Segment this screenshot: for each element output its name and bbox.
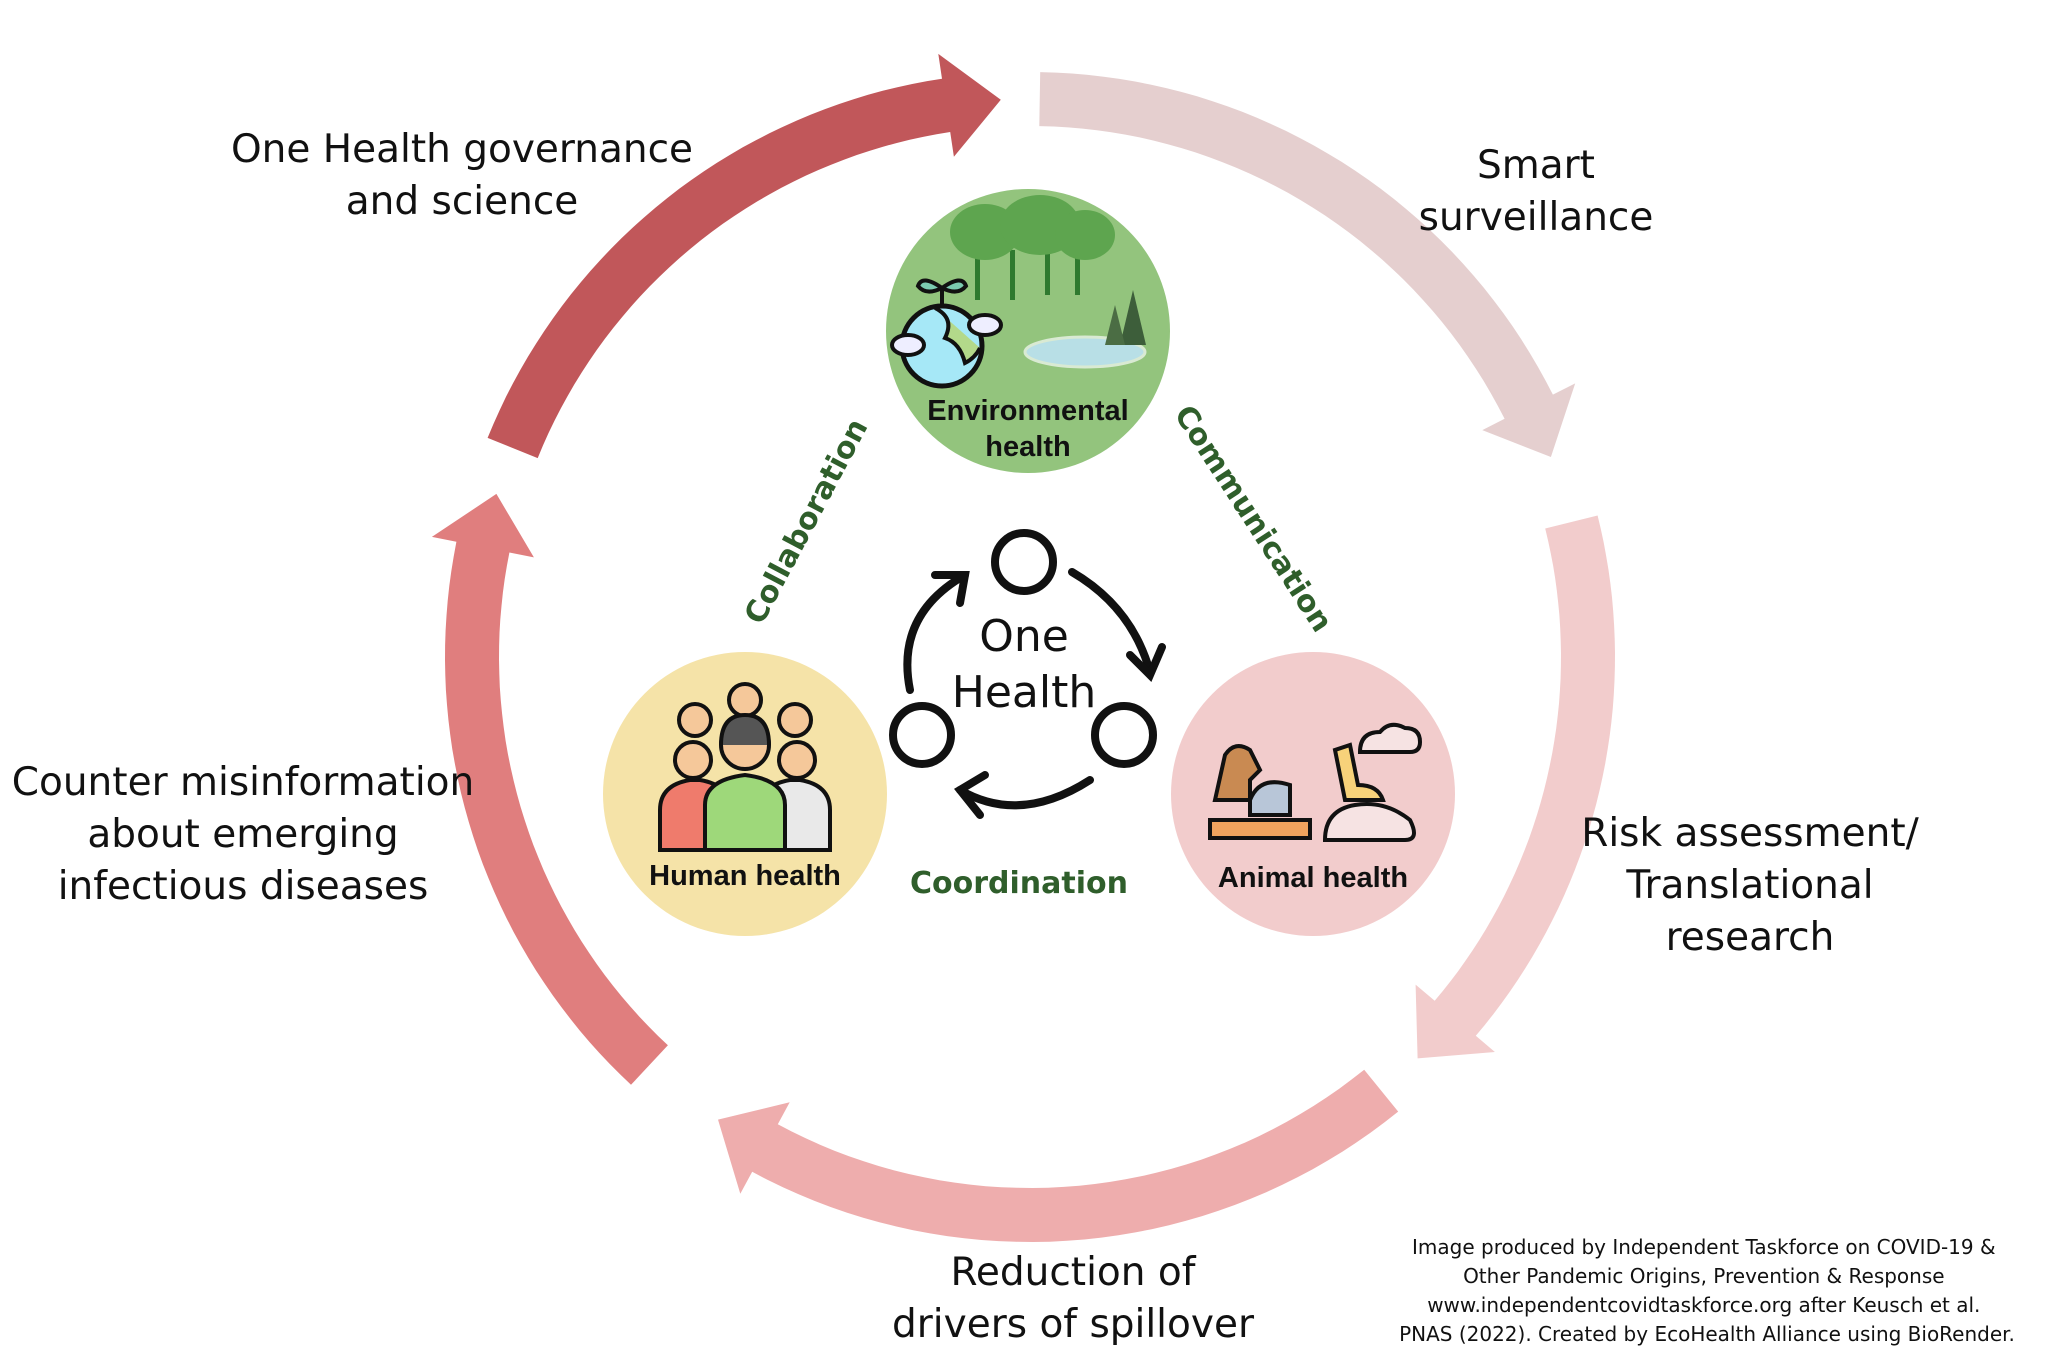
misinformation-arrow: [431, 493, 668, 1085]
people-icon: [658, 682, 832, 852]
animals-icon: [1208, 722, 1423, 842]
spillover-reduction-arrow: [718, 1069, 1399, 1242]
risk-assessment-arrow: [1415, 515, 1615, 1059]
one-health-cycle-icon: [889, 529, 1166, 819]
surveillance-arrow: [1039, 72, 1576, 457]
animal-health-circle: Animal health: [1171, 652, 1455, 936]
earth-icon: [890, 278, 1003, 389]
cycle-ring: [431, 53, 1615, 1242]
image-credit: Image produced by Independent Taskforce …: [1399, 1235, 2015, 1346]
human-health-circle: Human health: [603, 652, 887, 936]
governance-arrow: [487, 53, 1001, 459]
communication-label: Communication: [1167, 399, 1339, 638]
collaboration-label: Collaboration: [738, 413, 876, 630]
forest-icon: [950, 195, 1147, 369]
coordination-label: Coordination: [910, 866, 1128, 901]
animal-health-label: Animal health: [1218, 862, 1408, 894]
human-health-label: Human health: [649, 860, 841, 892]
